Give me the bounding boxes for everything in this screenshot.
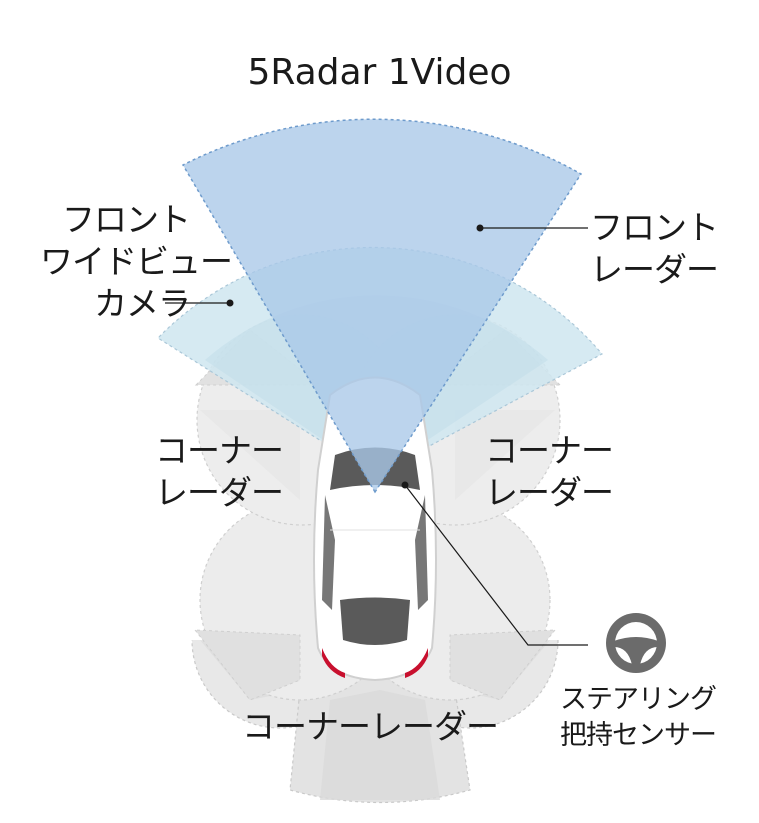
front-camera-label-line3: カメラ — [94, 284, 191, 323]
corner-radar-left-label-line2: レーダー — [155, 473, 284, 512]
leader-lines — [165, 224, 588, 646]
front-radar-zone — [181, 118, 583, 494]
corner-radar-right-label: コーナー レーダー — [485, 430, 625, 514]
corner-radar-right-label-line1: コーナー — [485, 431, 614, 470]
steering-sensor-label-line1: ステアリング — [560, 684, 717, 715]
front-camera-label: フロント ワイドビュー カメラ — [40, 199, 233, 325]
steering-sensor-label-line2: 把持センサー — [560, 720, 717, 751]
front-radar-label-line1: フロント — [590, 208, 719, 247]
corner-radar-left-label: コーナー レーダー — [155, 430, 295, 514]
steering-wheel-icon — [606, 613, 666, 673]
front-radar-label-line2: レーダー — [590, 250, 719, 289]
front-camera-label-line2: ワイドビュー — [40, 242, 233, 281]
corner-radar-rear-label: コーナーレーダー — [242, 707, 499, 746]
steering-sensor-leader — [404, 484, 588, 646]
corner-radar-left-label-line1: コーナー — [155, 431, 284, 470]
front-radar-label: フロント レーダー — [590, 207, 740, 291]
steering-sensor-label: ステアリング 把持センサー — [538, 682, 738, 754]
front-camera-label-line1: フロント — [62, 200, 191, 239]
car-top-view-icon — [313, 376, 437, 682]
corner-radar-right-label-line2: レーダー — [485, 473, 614, 512]
diagram-title: 5Radar 1Video — [247, 52, 512, 93]
